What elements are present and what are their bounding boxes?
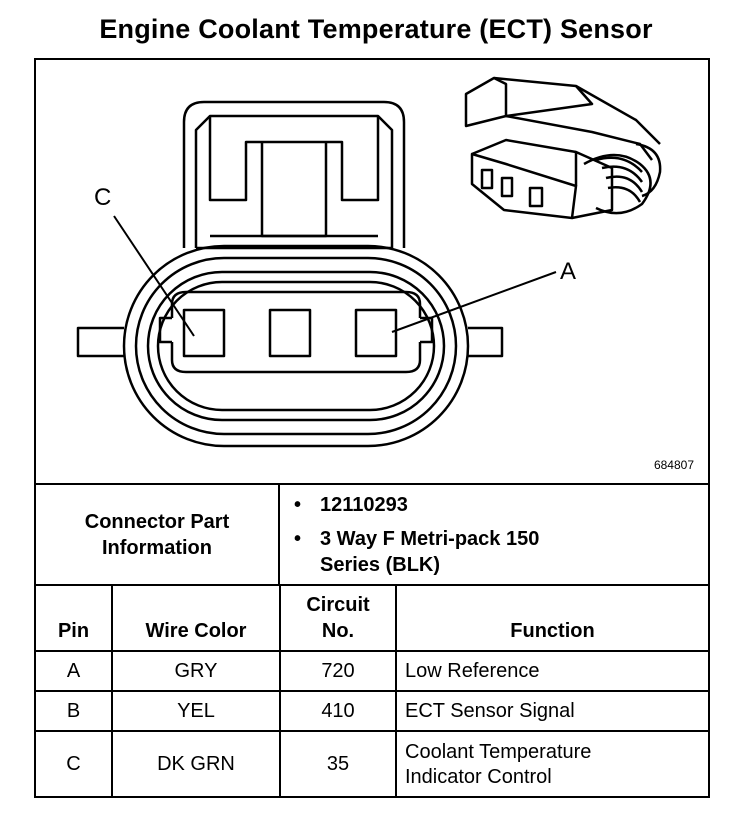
wire-color-cell: DK GRN — [111, 730, 281, 797]
function-cell: Low Reference — [395, 650, 708, 692]
header-wire-color: Wire Color — [111, 584, 281, 652]
callout-a-leader — [391, 271, 557, 333]
function-cell: Coolant Temperature Indicator Control — [395, 730, 708, 797]
function-cell: ECT Sensor Signal — [395, 690, 708, 732]
right-ear — [468, 326, 504, 358]
header-function: Function — [395, 584, 708, 652]
header-pin: Pin — [36, 584, 113, 652]
table-row: B YEL 410 ECT Sensor Signal — [36, 690, 708, 732]
connector-perspective — [464, 76, 662, 220]
diagram-frame: C A 684807 Connector Part Information • 1… — [34, 58, 710, 798]
connector-part-label: Connector Part Information — [36, 483, 280, 586]
terminal-a — [354, 308, 398, 358]
callout-c-leader — [113, 215, 195, 337]
wire-color-cell: GRY — [111, 650, 281, 692]
left-ear — [76, 326, 124, 358]
circuit-cell: 410 — [279, 690, 397, 732]
circuit-cell: 720 — [279, 650, 397, 692]
bullet-icon: • — [294, 493, 302, 516]
locking-tab — [182, 100, 406, 248]
connector-info-table: Connector Part Information • 12110293 • 3 … — [36, 483, 708, 586]
connector-drawing — [76, 76, 662, 448]
table-row: A GRY 720 Low Reference — [36, 650, 708, 692]
pin-cell: B — [36, 690, 113, 732]
callout-c-label: C — [94, 184, 112, 211]
list-item: • 3 Way F Metri-pack 150 Series (BLK) — [294, 526, 708, 578]
connector-part-list: • 12110293 • 3 Way F Metri-pack 150 Series… — [278, 483, 708, 586]
wire-color-cell: YEL — [111, 690, 281, 732]
connector-part-label-text: Connector Part Information — [84, 510, 230, 559]
table-header-row: Pin Wire Color Circuit No. Function — [36, 584, 708, 652]
list-item: • 12110293 — [294, 492, 708, 518]
figure-number: 684807 — [653, 458, 694, 472]
page-title: Engine Coolant Temperature (ECT) Sensor — [99, 14, 653, 44]
function-text: Coolant Temperature Indicator Control — [405, 740, 592, 788]
terminal-b — [268, 308, 312, 358]
terminal-c — [182, 308, 226, 358]
header-circuit-no: Circuit No. — [279, 584, 397, 652]
circuit-cell: 35 — [279, 730, 397, 797]
part-description: 3 Way F Metri-pack 150 Series (BLK) — [320, 527, 540, 576]
bullet-icon: • — [294, 527, 302, 550]
connector-illustration: C A 684807 — [36, 60, 708, 483]
pin-cell: C — [36, 730, 113, 797]
table-row: C DK GRN 35 Coolant Temperature Indicato… — [36, 730, 708, 797]
pin-cell: A — [36, 650, 113, 692]
pin-table: Pin Wire Color Circuit No. Function A GR… — [36, 584, 708, 797]
callout-a-label: A — [560, 258, 577, 285]
housing-outer — [122, 244, 470, 448]
part-number: 12110293 — [320, 493, 408, 516]
header-circuit-no-text: Circuit No. — [306, 594, 370, 642]
